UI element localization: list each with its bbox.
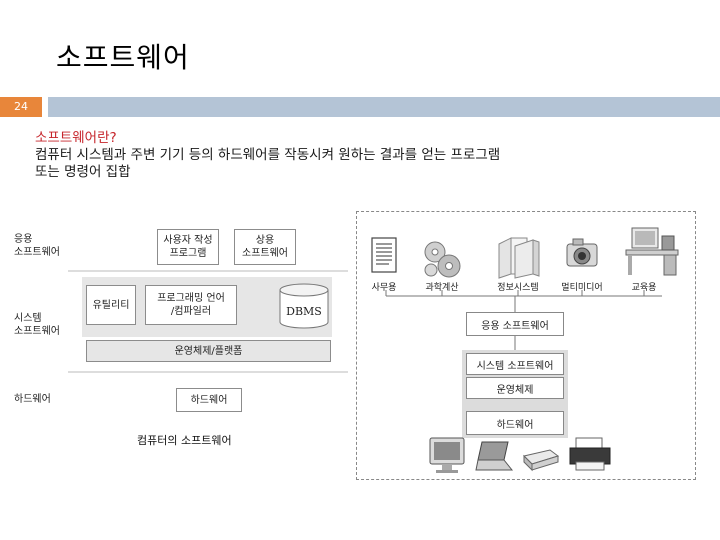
icon-label-education: 교육용 [631,283,657,293]
hardware-box: 하드웨어 [176,388,242,412]
computer-desk-icon [625,227,679,276]
side-label-application-line1: 응용 [14,234,33,245]
laptop-icon [475,441,514,471]
programming-language-box: 프로그래밍 언어 /컴파일러 [145,285,237,325]
icon-label-multimedia: 멀티미디어 [561,283,603,293]
left-diagram-caption: 컴퓨터의 소프트웨어 [137,434,232,447]
right-diagram-connectors [385,290,662,410]
camera-icon [566,238,598,267]
icon-label-science: 과학계산 [425,283,459,293]
dbms-label: DBMS [286,304,322,318]
scanner-icon [523,449,560,472]
slide-title: 소프트웨어 [56,41,190,74]
right-diagram-panel [356,211,696,480]
side-label-system: 시스템 소프트웨어 [14,312,64,338]
monitor-icon [429,437,465,473]
printer-icon [569,437,611,471]
left-diagram-lines [68,270,348,373]
user-program-line2: 프로그램 [169,248,207,259]
side-label-system-line2: 소프트웨어 [14,326,60,337]
body-line-1: 컴퓨터 시스템과 주변 기기 등의 하드웨어를 작동시켜 원하는 결과를 얻는 … [35,147,501,163]
side-label-system-line1: 시스템 [14,313,42,324]
side-label-application-line2: 소프트웨어 [14,247,60,258]
commercial-software-box: 상용 소프트웨어 [234,229,296,265]
commercial-line2: 소프트웨어 [242,248,288,259]
os-platform-box: 운영체제/플랫폼 [86,340,331,362]
title-bar [48,97,720,117]
language-line1: 프로그래밍 언어 [157,293,225,304]
application-software-box: 응용 소프트웨어 [466,312,564,336]
user-program-box: 사용자 작성 프로그램 [157,229,219,265]
utility-box: 유틸리티 [86,285,136,325]
commercial-line1: 상용 [255,235,275,246]
side-label-application: 응용 소프트웨어 [14,233,64,259]
body-text: 소프트웨어란? 컴퓨터 시스템과 주변 기기 등의 하드웨어를 작동시켜 원하는… [35,130,500,181]
body-heading: 소프트웨어란? [35,130,117,146]
side-label-hardware: 하드웨어 [14,394,51,405]
user-program-line1: 사용자 작성 [163,235,213,246]
dbms-cylinder-icon [279,283,329,329]
page-number: 24 [0,97,42,117]
icon-label-info-system: 정보시스템 [497,283,539,293]
system-software-box: 시스템 소프트웨어 [466,353,564,375]
operating-system-box: 운영체제 [466,377,564,399]
language-line2: /컴파일러 [170,306,212,317]
hardware-box-right: 하드웨어 [466,411,564,435]
body-line-2: 또는 명령어 집합 [35,164,131,180]
document-icon [371,237,397,273]
server-icon [498,237,540,279]
gears-icon [424,241,461,278]
icon-label-office: 사무용 [371,283,397,293]
